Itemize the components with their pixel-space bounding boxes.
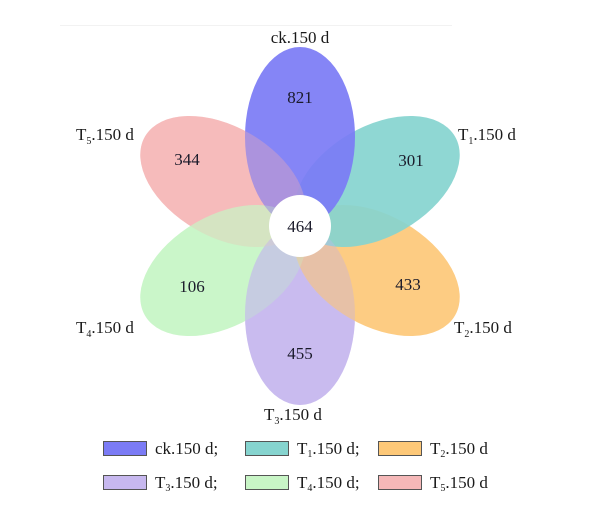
count-t5: 344 (174, 150, 200, 169)
legend-swatch-ck (103, 441, 147, 456)
top-border-line (60, 25, 452, 26)
petal-t5-overlay (140, 115, 306, 248)
label-t2: T2.150 d (454, 318, 512, 340)
center-count: 464 (287, 217, 313, 236)
label-t3: T3.150 d (264, 405, 322, 427)
legend-swatch-t2 (378, 441, 422, 456)
count-t3: 455 (287, 344, 313, 363)
legend-swatch-t3 (103, 475, 147, 490)
legend-label-t2: T2.150 d (430, 439, 488, 460)
legend-label-t3: T3.150 d; (155, 473, 218, 494)
label-t4: T4.150 d (76, 318, 134, 340)
petal-t3-overlay (245, 225, 355, 405)
legend-swatch-t5 (378, 475, 422, 490)
legend-label-t1: T1.150 d; (297, 439, 360, 460)
petal-ck (245, 47, 355, 227)
legend-swatch-t1 (245, 441, 289, 456)
legend-label-t5: T5.150 d (430, 473, 488, 494)
label-t1: T1.150 d (458, 125, 516, 147)
legend-label-t4: T4.150 d; (297, 473, 360, 494)
petal-t4-overlay (140, 204, 306, 337)
count-t1: 301 (398, 151, 424, 170)
count-t4: 106 (179, 277, 205, 296)
count-t2: 433 (395, 275, 421, 294)
count-ck: 821 (287, 88, 313, 107)
core-circle (269, 195, 331, 257)
label-ck: ck.150 d (271, 28, 330, 47)
flower-venn-diagram: 464 821 301 433 455 106 344 ck.150 d T1.… (76, 28, 516, 427)
legend-swatch-t4 (245, 475, 289, 490)
legend-label-ck: ck.150 d; (155, 439, 219, 458)
petals (140, 47, 460, 405)
label-t5: T5.150 d (76, 125, 134, 147)
